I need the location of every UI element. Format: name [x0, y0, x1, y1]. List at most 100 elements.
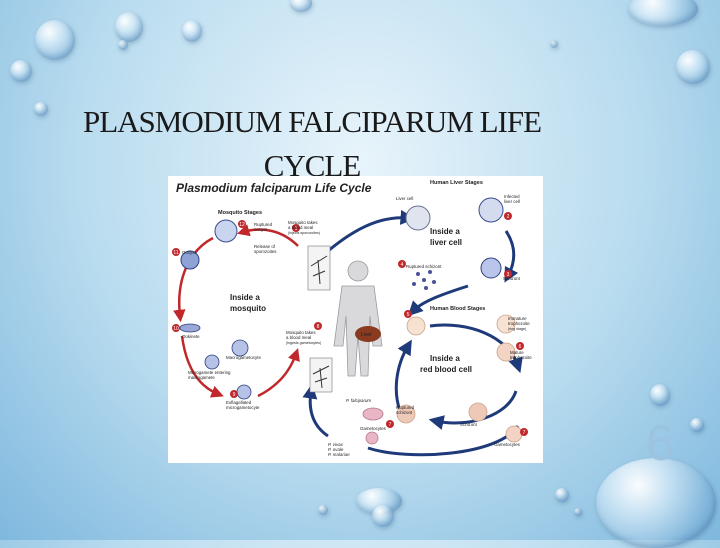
- step-marker: [238, 220, 246, 228]
- mosquito-cycle-arrow: [173, 236, 214, 323]
- transmission-arrow: [327, 209, 416, 253]
- gametocyte-arrow: [367, 425, 520, 457]
- water-droplet: [628, 0, 698, 26]
- label-liver-cell: Liver cell: [396, 196, 413, 201]
- oocyst-cell: [180, 250, 200, 270]
- label-microgamete: macrogamete: [188, 375, 215, 380]
- step-marker: [386, 420, 394, 428]
- mosquito-cycle-arrow: [257, 348, 300, 398]
- blood-cycle-arrow: [394, 339, 412, 412]
- slide-title: PLASMODIUM FALCIPARUM LIFE CYCLE: [52, 100, 572, 188]
- water-droplet: [115, 12, 143, 42]
- svg-text:Inside a: Inside a: [230, 293, 260, 302]
- step-marker: [172, 324, 180, 332]
- label-p-falciparum: P. falciparum: [346, 398, 371, 403]
- water-droplet: [182, 20, 202, 42]
- step-marker: [398, 260, 406, 268]
- water-droplet: [690, 418, 704, 432]
- step-marker: [520, 428, 528, 436]
- other-gametocyte-cell: [365, 431, 379, 445]
- water-droplet: [35, 20, 75, 60]
- step-marker: [504, 270, 512, 278]
- svg-text:Inside a: Inside a: [430, 227, 460, 236]
- mature-trophozoite-cell: [496, 342, 516, 362]
- label-schizont: Schizont: [503, 276, 521, 281]
- ruptured-oocyst-cell: [214, 219, 238, 243]
- label-oocyst: Oocyst: [182, 250, 196, 255]
- step-number: 6: [519, 344, 522, 350]
- label-immature-trophozoite: trophozoite: [508, 321, 530, 326]
- microgamete-cell: [204, 354, 220, 370]
- label-mosquito-takes-1: (injects sporozoites): [288, 231, 320, 235]
- step-marker: [516, 342, 524, 350]
- step-number: 7: [389, 422, 392, 428]
- label-mosquito-takes-1: Mosquito takes: [288, 220, 318, 225]
- label-gametocytes-left: Gametocytes: [360, 426, 387, 431]
- red-blood-cell: [406, 316, 426, 336]
- step-number: 9: [233, 392, 236, 398]
- water-droplet: [372, 505, 394, 527]
- label-p-malariae: P. malariae: [328, 452, 350, 457]
- falciparum-gametocyte-cell: [362, 407, 384, 421]
- step-number: 2: [507, 214, 510, 220]
- diagram-heading: Plasmodium falciparum Life Cycle: [176, 181, 372, 195]
- step-number: 4: [401, 262, 404, 268]
- water-droplet: [118, 40, 128, 50]
- water-droplet: [550, 40, 558, 48]
- label-p-vivax: P. vivax: [328, 442, 344, 447]
- water-droplet: [318, 505, 328, 515]
- label-release-sporozoites: Release of: [254, 244, 276, 249]
- svg-text:red blood cell: red blood cell: [420, 365, 472, 374]
- svg-text:Inside a: Inside a: [430, 354, 460, 363]
- step-number: 11: [173, 250, 178, 256]
- label-ookinete: Ookinete: [182, 334, 200, 339]
- label-mature-trophozoite: Mature: [510, 350, 524, 355]
- infected-liver-cell: [478, 197, 504, 223]
- mosquito-cycle-arrow: [237, 224, 299, 247]
- svg-text:mosquito: mosquito: [230, 304, 266, 313]
- label-ruptured-blood-schizont: schizont: [396, 410, 413, 415]
- step-number: 10: [173, 326, 179, 332]
- label-ruptured-schizont: Ruptured schizont: [406, 264, 442, 269]
- mosquito-icon: [312, 365, 330, 389]
- inside-mosquito-label: Inside a mosquito: [230, 293, 266, 313]
- step-number: 1: [295, 226, 298, 232]
- step-marker: [314, 322, 322, 330]
- label-immature-trophozoite: (ring stage): [508, 327, 526, 331]
- inside-liver-label: Inside a liver cell: [430, 227, 462, 247]
- exflagellated-cell: [236, 384, 252, 400]
- step-marker: [292, 224, 300, 232]
- liver-cycle-arrow: [504, 230, 519, 283]
- label-macrogametocyte: Macrogametocyte: [226, 355, 261, 360]
- label-mosquito-takes-8: a blood meal: [286, 335, 311, 340]
- label-p-ovale: P. ovale: [328, 447, 344, 452]
- liver-organ: [355, 326, 381, 342]
- step-number: 12: [239, 222, 245, 228]
- macrogametocyte-cell: [231, 339, 249, 357]
- label-mosquito-takes-8: (ingests gametocytes): [286, 341, 321, 345]
- water-droplet: [650, 384, 670, 406]
- water-droplet: [574, 508, 582, 516]
- slide-title-line1: PLASMODIUM FALCIPARUM LIFE: [82, 104, 542, 139]
- step-number: 3: [507, 272, 510, 278]
- label-mature-trophozoite: trophozoite: [510, 355, 532, 360]
- slide-number: 6: [646, 415, 674, 471]
- liver-cell: [405, 205, 431, 231]
- label-exflagellated: Exflagellated: [226, 400, 252, 405]
- label-infected-liver-cell: Infected: [504, 194, 520, 199]
- immature-trophozoite-cell: [496, 314, 516, 334]
- label-release-sporozoites: sporozoites: [254, 249, 277, 254]
- step-marker: [230, 390, 238, 398]
- step-marker: [504, 212, 512, 220]
- label-gametocytes-blood: Gametocytes: [494, 442, 521, 447]
- step-marker: [404, 310, 412, 318]
- mosquito-stages-header: Mosquito Stages: [218, 210, 262, 216]
- svg-text:liver cell: liver cell: [430, 238, 462, 247]
- water-droplet: [555, 488, 569, 502]
- merozoite-cluster: [412, 270, 436, 290]
- liver-organ-label: Liver: [361, 332, 372, 338]
- step-number: 5: [407, 312, 410, 318]
- gametocyte-cell: [505, 425, 523, 443]
- mosquito-icon: [310, 255, 328, 285]
- transmission-arrow: [302, 383, 329, 438]
